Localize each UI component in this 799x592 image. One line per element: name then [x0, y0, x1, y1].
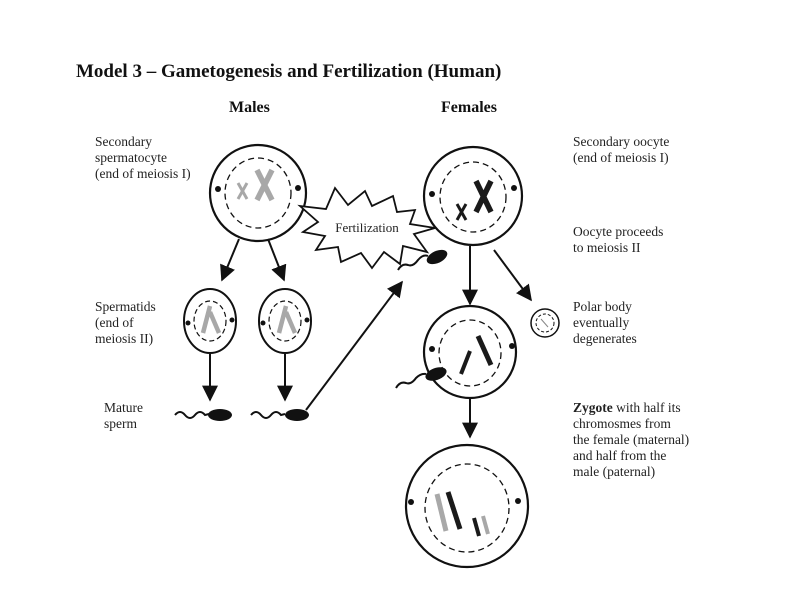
- females-heading: Females: [441, 99, 497, 116]
- fertilization-label: Fertilization: [335, 220, 399, 235]
- fertilization-burst: Fertilization: [297, 186, 436, 270]
- oocyte-meiosis-ii-cell: [422, 304, 518, 400]
- mature-sperm: [250, 409, 309, 421]
- zygote-term: Zygote: [573, 400, 613, 415]
- secondary-oocyte-cell: [422, 145, 524, 247]
- spermatids-label: Spermatids (end of meiosis II): [95, 299, 156, 346]
- secondary-oocyte-label: Secondary oocyte (end of meiosis I): [573, 134, 670, 165]
- diagram-title: Model 3 – Gametogenesis and Fertilizatio…: [76, 61, 502, 82]
- zygote-cell: [404, 443, 530, 569]
- polar-body-label: Polar body eventually degenerates: [573, 299, 637, 346]
- secondary-spermatocyte-label: Secondary spermatocyte (end of meiosis I…: [95, 134, 191, 181]
- mature-sperm-label: Mature sperm: [104, 400, 143, 431]
- maternal-chromosome-pair: [455, 179, 494, 221]
- mature-sperm: [174, 409, 232, 421]
- sperm-approaching-oocyte: [397, 249, 448, 271]
- zygote-label: Zygote with half its chromosmes from the…: [573, 400, 690, 479]
- males-heading: Males: [229, 99, 270, 116]
- paternal-chromosome-pair: [236, 168, 275, 202]
- spermatid-cell: [258, 288, 312, 354]
- oocyte-meiosis-ii-label: Oocyte proceeds to meiosis II: [573, 224, 664, 255]
- sperm-entering-oocyte: [395, 367, 447, 389]
- spermatid-cell: [183, 288, 237, 354]
- polar-body-cell: [530, 308, 560, 338]
- secondary-spermatocyte-cell: [208, 143, 308, 243]
